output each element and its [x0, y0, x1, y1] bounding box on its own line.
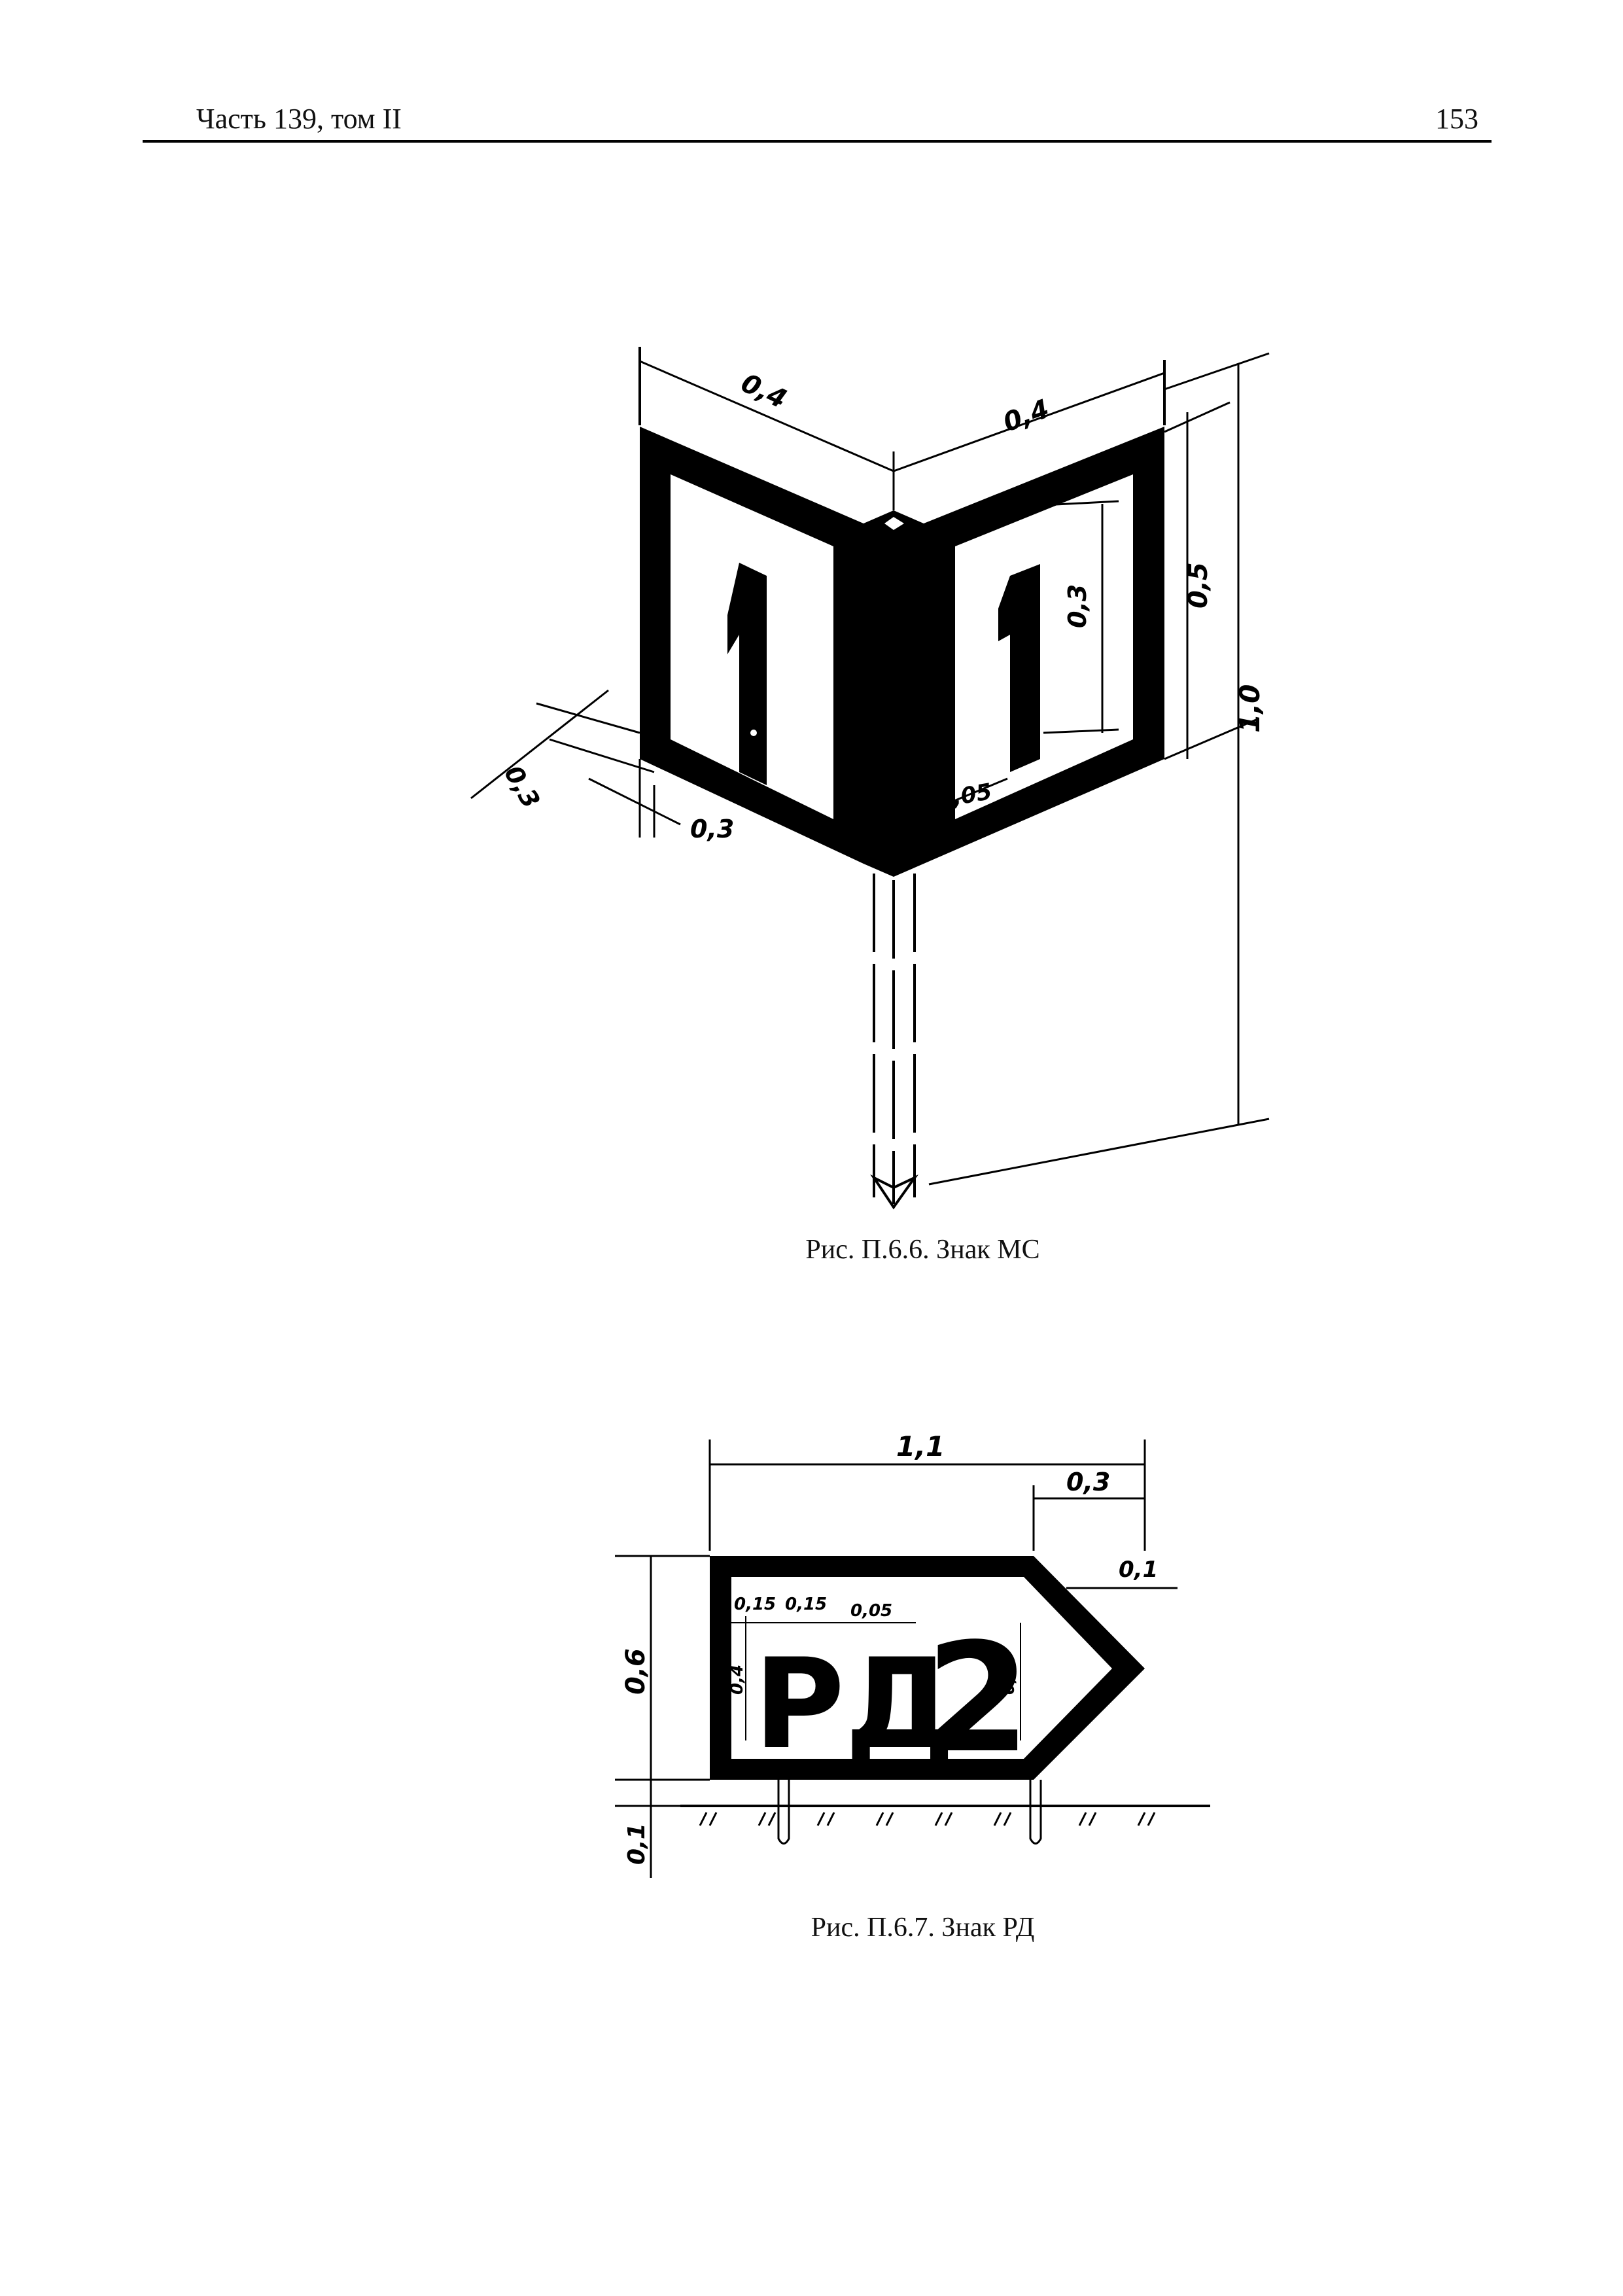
dim-border-side: 0,3	[498, 761, 546, 813]
dim-top-left: 0,4	[737, 368, 792, 415]
dim-border-bottom: 0,3	[690, 815, 734, 843]
dim-top-right: 0,4	[1000, 394, 1053, 438]
ms-sign-svg: 0,3 0,5 1,0 0,3 0,3 0,05 0,4 0,4	[470, 347, 1270, 1210]
dim-digit-height: 0,4	[999, 1665, 1019, 1695]
dim-border: 0,1	[1119, 1557, 1158, 1583]
figure-rd-drawing: 1,1 0,3 0,1 0,15 0,15 0,05 0,4 0,4 РД 2 …	[589, 1420, 1243, 1917]
dim-post-height: 0,1	[623, 1823, 650, 1865]
left-symbol-shape	[727, 563, 767, 785]
dim-height: 0,6	[621, 1648, 651, 1695]
page-header: Часть 139, том II 153	[143, 92, 1492, 143]
figure-ms-drawing: 0,3 0,5 1,0 0,3 0,3 0,05 0,4 0,4	[432, 327, 1413, 1243]
dim-letter-1: 0,15	[734, 1595, 776, 1614]
dim-total-height: 1,0	[1234, 684, 1266, 733]
dim-total-width: 1,1	[896, 1430, 945, 1462]
dim-text-height: 0,4	[727, 1665, 747, 1695]
rd-letters: РД	[754, 1632, 955, 1776]
figure-caption-ms: Рис. П.6.6. Знак МС	[805, 1235, 1040, 1265]
rd-sign-svg: 1,1 0,3 0,1 0,15 0,15 0,05 0,4 0,4 РД 2 …	[615, 1430, 1210, 1878]
figure-caption-rd: Рис. П.6.7. Знак РД	[811, 1913, 1035, 1943]
right-symbol-shape	[998, 564, 1040, 772]
dim-letter-2: 0,15	[785, 1595, 827, 1614]
rd-digit: 2	[926, 1612, 1030, 1786]
running-head: Часть 139, том II	[196, 103, 402, 135]
dim-spacing: 0,05	[850, 1601, 892, 1621]
dim-arrow-width: 0,3	[1066, 1468, 1110, 1496]
dim-panel-height: 0,5	[1183, 562, 1213, 609]
page-number: 153	[1435, 103, 1478, 135]
dim-symbol-height: 0,3	[1063, 584, 1092, 628]
